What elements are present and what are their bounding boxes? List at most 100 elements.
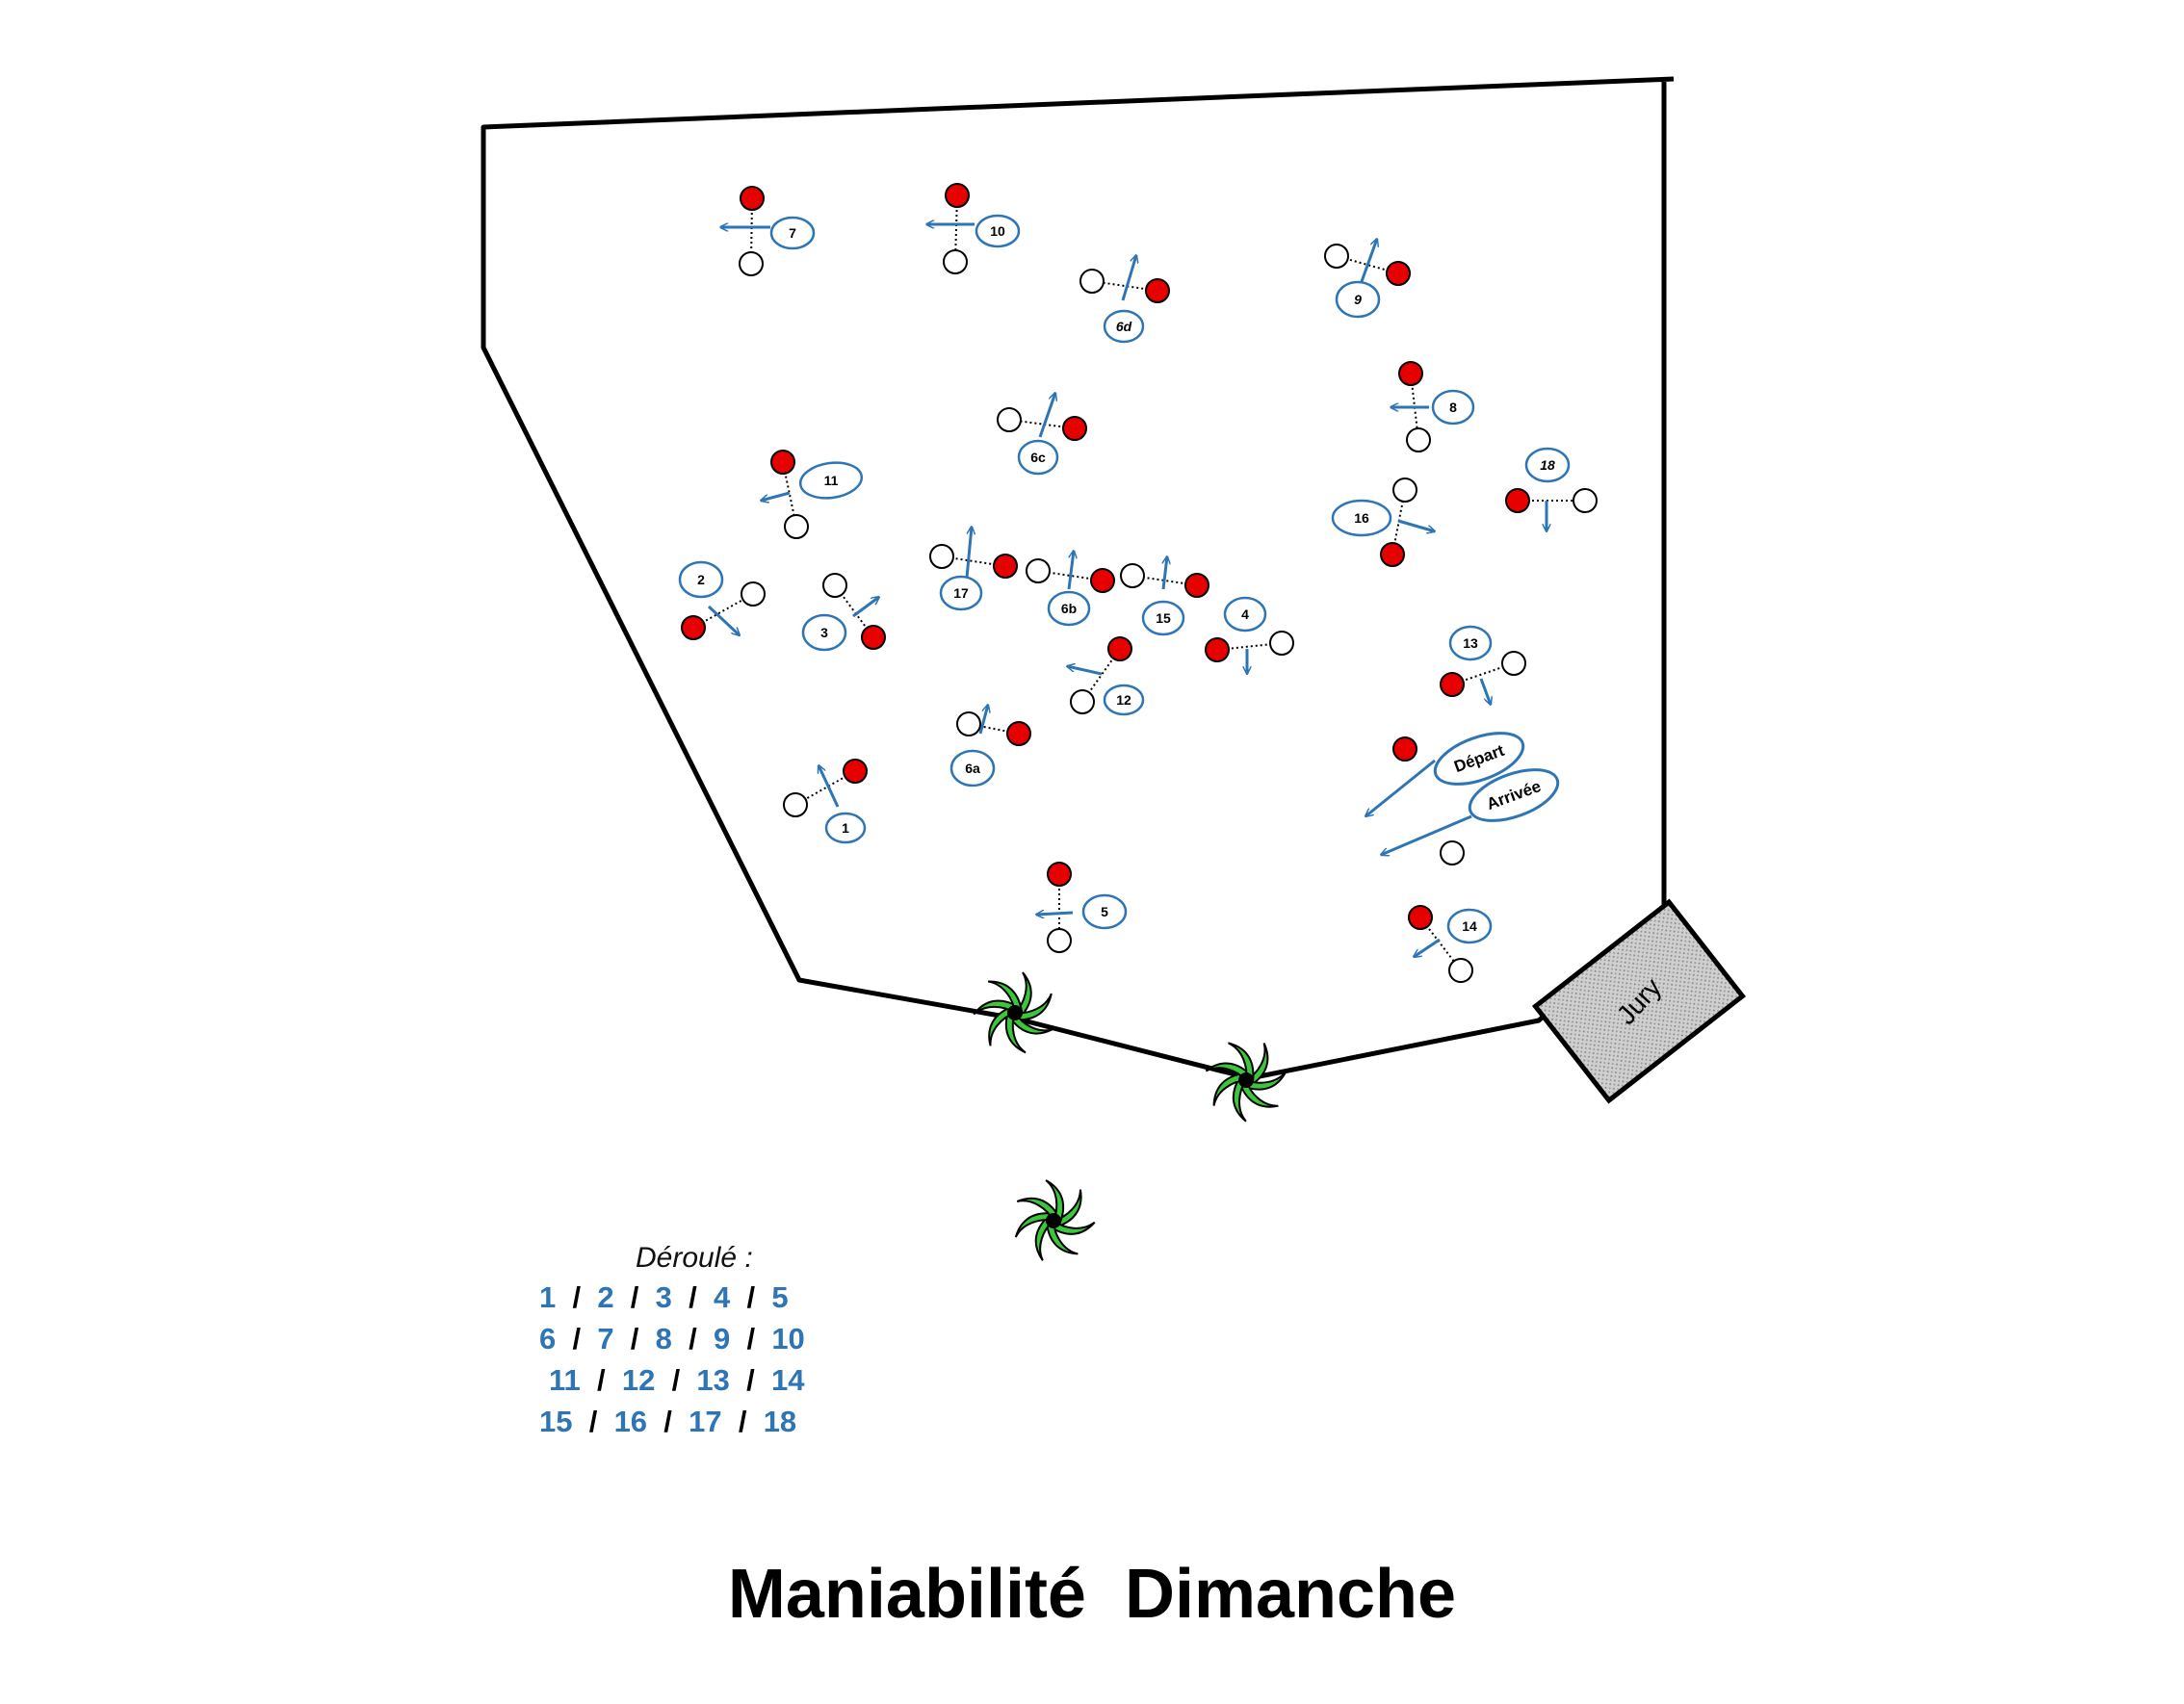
sequence-title: Déroulé : bbox=[636, 1242, 753, 1274]
white-marker-icon bbox=[997, 407, 1022, 432]
sequence-separator: / bbox=[671, 1322, 714, 1355]
sequence-number: 7 bbox=[597, 1322, 614, 1355]
sequence-separator: / bbox=[556, 1280, 598, 1314]
palm-leaf bbox=[987, 980, 1024, 1015]
sequence-separator: / bbox=[655, 1363, 697, 1397]
obstacle-label-bubble bbox=[1223, 596, 1267, 633]
start-marker-red bbox=[1392, 736, 1417, 762]
obstacle-label-bubble bbox=[769, 216, 816, 250]
sequence-number: 12 bbox=[621, 1363, 656, 1397]
red-marker-icon bbox=[1505, 488, 1530, 513]
finish-arrow bbox=[1381, 814, 1472, 855]
obstacle-label-bubble bbox=[1141, 600, 1185, 636]
direction-arrow bbox=[1358, 239, 1377, 288]
white-marker-icon bbox=[1070, 689, 1095, 714]
red-marker-icon bbox=[1107, 636, 1132, 661]
red-marker-icon bbox=[993, 554, 1018, 579]
red-marker-icon bbox=[1006, 721, 1031, 746]
obstacle-6d: 6d bbox=[1079, 255, 1170, 344]
red-marker-icon bbox=[843, 759, 868, 784]
obstacle-label: 2 bbox=[697, 572, 705, 587]
red-marker-icon bbox=[1386, 261, 1411, 286]
direction-arrow bbox=[965, 527, 972, 579]
palm-leaf bbox=[1034, 1215, 1055, 1261]
finish-marker-white bbox=[1440, 840, 1465, 865]
palm-trunk bbox=[1238, 1072, 1254, 1088]
obstacle-label: 17 bbox=[953, 585, 969, 601]
gate-line bbox=[968, 723, 1020, 735]
obstacle-label-bubble bbox=[1446, 908, 1493, 944]
obstacle-label-bubble bbox=[678, 560, 724, 599]
obstacle-label-bubble bbox=[1017, 439, 1059, 476]
sequence-separator: / bbox=[730, 1280, 772, 1314]
page-title: Maniabilité Dimanche bbox=[727, 1556, 1457, 1633]
palm-leaf bbox=[1045, 1179, 1065, 1224]
sequence-row: 15 / 16 / 17 / 18 bbox=[539, 1405, 944, 1446]
red-marker-icon bbox=[945, 183, 970, 208]
white-marker-icon bbox=[956, 711, 981, 736]
obstacle-2: 2 bbox=[678, 560, 766, 640]
obstacle-label: 16 bbox=[1354, 510, 1369, 526]
white-marker-icon bbox=[943, 249, 968, 274]
palm-leaf bbox=[1045, 1219, 1079, 1255]
red-marker-icon bbox=[1047, 862, 1072, 887]
white-marker-icon bbox=[1026, 558, 1051, 583]
obstacle-label: 18 bbox=[1540, 457, 1555, 473]
obstacle-label-bubble bbox=[1047, 590, 1091, 627]
direction-arrow bbox=[817, 765, 840, 808]
red-marker-icon bbox=[1184, 573, 1209, 598]
palm-leaf bbox=[1013, 993, 1053, 1021]
white-marker-icon bbox=[783, 792, 808, 817]
white-marker-icon bbox=[1269, 631, 1294, 656]
palm-tree-icon bbox=[973, 971, 1053, 1054]
direction-arrow bbox=[707, 605, 740, 635]
jury-box: Jury bbox=[1531, 898, 1747, 1104]
sequence-number: 17 bbox=[689, 1405, 722, 1438]
direction-arrow bbox=[761, 491, 791, 501]
obstacle-8: 8 bbox=[1391, 361, 1475, 452]
sequence-number: 16 bbox=[613, 1405, 648, 1438]
sequence-number: 2 bbox=[597, 1280, 614, 1314]
red-marker-icon bbox=[1380, 542, 1405, 567]
palm-leaf bbox=[1049, 1219, 1096, 1235]
palm-tree-icon bbox=[1014, 1179, 1096, 1261]
palm-leaf bbox=[1014, 1212, 1055, 1238]
direction-arrow bbox=[1067, 551, 1074, 590]
obstacle-label-bubble bbox=[1524, 447, 1571, 483]
white-marker-icon bbox=[784, 514, 809, 539]
obstacle-label-bubble bbox=[975, 214, 1021, 248]
direction-arrow bbox=[1038, 393, 1055, 438]
palm-tree-icon bbox=[1205, 1042, 1287, 1123]
red-marker-icon bbox=[861, 625, 886, 650]
obstacle-label-bubble bbox=[824, 812, 867, 844]
obstacle-13: 13 bbox=[1440, 625, 1526, 705]
red-marker-icon bbox=[1145, 278, 1170, 303]
obstacle-label: 9 bbox=[1354, 292, 1362, 307]
obstacle-label-bubble bbox=[1331, 499, 1392, 537]
white-marker-icon bbox=[1120, 563, 1145, 588]
obstacle-4: 4 bbox=[1205, 596, 1294, 674]
obstacle-label-bubble bbox=[798, 461, 864, 500]
obstacle-label: 14 bbox=[1462, 918, 1477, 934]
obstacle-18: 18 bbox=[1505, 447, 1598, 531]
sequence-number: 3 bbox=[655, 1280, 672, 1314]
palm-trunk bbox=[1046, 1213, 1061, 1228]
red-marker-icon bbox=[1062, 416, 1087, 441]
obstacle-label-bubble bbox=[1081, 893, 1128, 930]
obstacle-label: 6b bbox=[1061, 601, 1077, 616]
direction-arrow bbox=[978, 705, 988, 735]
white-marker-icon bbox=[1573, 488, 1598, 513]
direction-arrow bbox=[1067, 666, 1103, 676]
white-marker-icon bbox=[741, 581, 766, 607]
obstacle-1: 1 bbox=[783, 759, 868, 844]
palm-trunk bbox=[1007, 1005, 1023, 1020]
sequence-row: 11 / 12 / 13 / 14 bbox=[539, 1363, 944, 1405]
sequence-number: 8 bbox=[655, 1322, 672, 1355]
palm-leaf bbox=[1205, 1062, 1252, 1082]
obstacle-label-bubble bbox=[1103, 309, 1145, 344]
sequence-number: 1 bbox=[539, 1280, 557, 1314]
sequence-number: 4 bbox=[713, 1280, 731, 1314]
